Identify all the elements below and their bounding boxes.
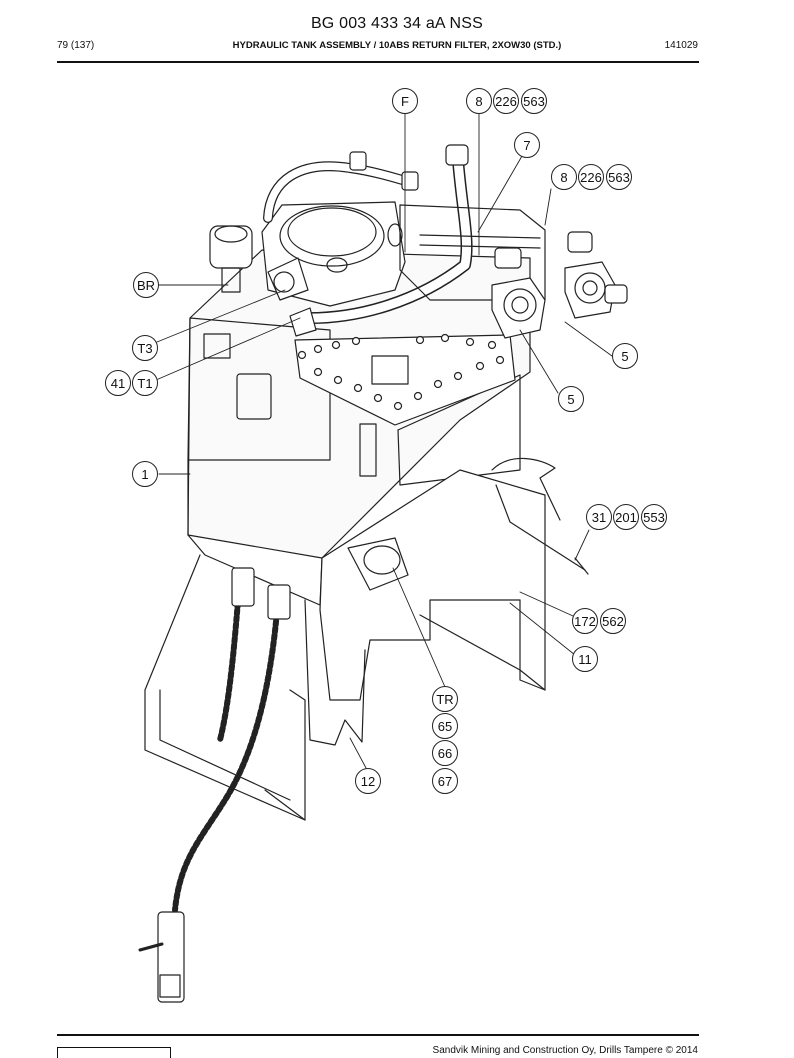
level-sensor bbox=[347, 537, 409, 591]
callout-labels: F 8 226 563 7 8 226 563 BR T3 41 T1 5 5 … bbox=[111, 94, 665, 789]
callout-11: 11 bbox=[578, 652, 592, 667]
callout-tr: TR bbox=[436, 692, 453, 707]
callout-201: 201 bbox=[615, 510, 637, 525]
callout-5: 5 bbox=[567, 392, 574, 407]
document-title: BG 003 433 34 aA NSS bbox=[310, 15, 484, 32]
callout-t1: T1 bbox=[137, 376, 152, 391]
top-hoses bbox=[263, 144, 473, 337]
callout-562: 562 bbox=[602, 614, 624, 629]
callout-553: 553 bbox=[643, 510, 665, 525]
callout-5: 5 bbox=[621, 349, 628, 364]
callout-226: 226 bbox=[495, 94, 517, 109]
tank-body bbox=[187, 249, 531, 606]
callout-65: 65 bbox=[438, 719, 452, 734]
callout-67: 67 bbox=[438, 774, 452, 789]
callout-1: 1 bbox=[141, 467, 148, 482]
mount-frame bbox=[144, 469, 546, 821]
handle-rod bbox=[491, 457, 589, 575]
callout-circles bbox=[105, 88, 667, 794]
callout-12: 12 bbox=[361, 774, 375, 789]
header-rule bbox=[57, 61, 699, 63]
callout-8: 8 bbox=[560, 170, 567, 185]
callout-563: 563 bbox=[608, 170, 630, 185]
pressure-filters bbox=[399, 204, 628, 339]
breather bbox=[209, 225, 253, 293]
callout-f: F bbox=[401, 94, 409, 109]
callout-563: 563 bbox=[523, 94, 545, 109]
callout-t3: T3 bbox=[137, 341, 152, 356]
callout-31: 31 bbox=[592, 510, 606, 525]
callout-41: 41 bbox=[111, 376, 125, 391]
callout-7: 7 bbox=[523, 138, 530, 153]
footer-rule bbox=[57, 1034, 699, 1036]
page-reference: 79 (137) bbox=[57, 40, 95, 51]
callout-8: 8 bbox=[475, 94, 482, 109]
callout-br: BR bbox=[137, 278, 155, 293]
date-code: 141029 bbox=[664, 40, 698, 51]
callout-226: 226 bbox=[580, 170, 602, 185]
callout-66: 66 bbox=[438, 746, 452, 761]
section-title: HYDRAULIC TANK ASSEMBLY / 10ABS RETURN F… bbox=[232, 40, 562, 51]
footer-copyright: Sandvik Mining and Construction Oy, Dril… bbox=[432, 1045, 698, 1056]
callout-172: 172 bbox=[574, 614, 596, 629]
leader-lines bbox=[155, 112, 613, 769]
tank-cover-bolts bbox=[297, 333, 505, 411]
drain-hose bbox=[138, 567, 291, 1003]
